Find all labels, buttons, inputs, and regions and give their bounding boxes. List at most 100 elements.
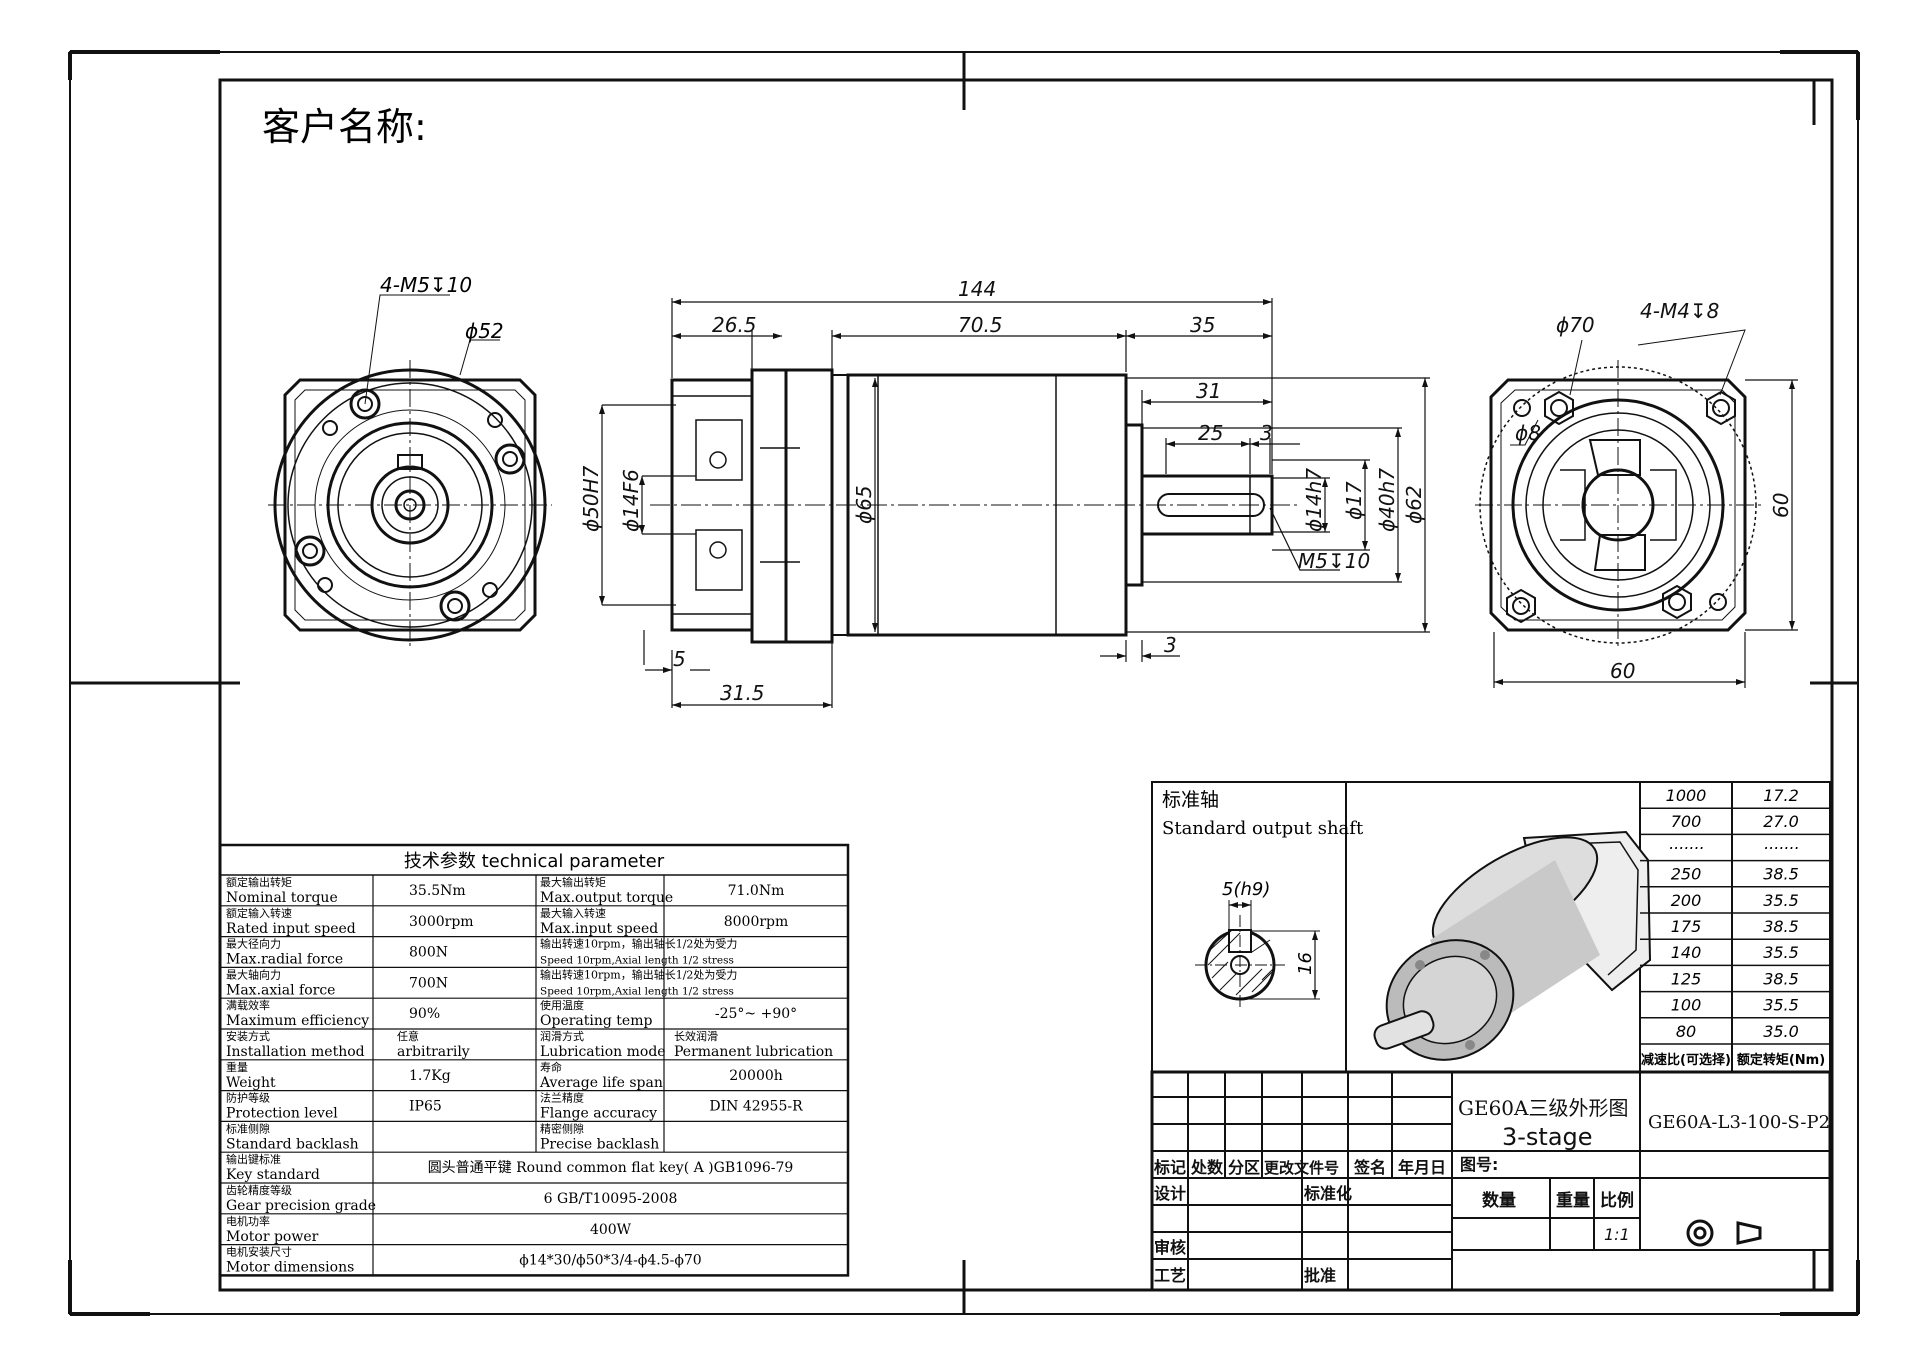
ratio-cell: 100 <box>1671 996 1702 1015</box>
param-label-cn: 防护等级 <box>226 1091 270 1105</box>
dim-key-length: 25 <box>1198 421 1223 445</box>
torque-cell: ······· <box>1763 838 1799 857</box>
torque-cell: 35.5 <box>1763 891 1799 910</box>
dim-overall-length: 144 <box>958 277 996 301</box>
ratio-cell: ······· <box>1668 838 1704 857</box>
tb-qty: 数量 <box>1482 1190 1516 1211</box>
torque-cell: 35.5 <box>1763 943 1799 962</box>
rear-labels: ϕ70 4-M4↧8 ϕ8 60 60 <box>1515 299 1793 683</box>
param-label-en: Protection level <box>226 1106 338 1122</box>
param-label-cn: 使用温度 <box>540 998 584 1012</box>
ratio-cell: 80 <box>1676 1022 1696 1041</box>
param-label-en: Maximum efficiency <box>226 1013 369 1029</box>
param-label-cn: 最大输出转矩 <box>540 875 606 889</box>
dim-input-total: 31.5 <box>720 681 765 705</box>
dim-body-dia: ϕ65 <box>852 485 876 524</box>
param-value: 20000h <box>729 1068 783 1084</box>
drawing-title: GE60A三级外形图 <box>1458 1096 1628 1120</box>
param-value: 700N <box>409 975 448 991</box>
param-label-cn: 安装方式 <box>226 1029 270 1043</box>
rear-pcd-label: ϕ70 <box>1556 313 1595 337</box>
param-label-en: Gear precision grade <box>226 1198 376 1214</box>
param-value: ϕ14*30/ϕ50*3/4-ϕ4.5-ϕ70 <box>519 1253 701 1269</box>
param-label-en: Lubrication mode <box>540 1044 666 1060</box>
front-view <box>268 294 552 650</box>
shaft-title-cn: 标准轴 <box>1162 789 1219 811</box>
param-value-cn: 长效润滑 <box>674 1029 718 1043</box>
param-label-cn: 额定输入转速 <box>226 906 292 920</box>
param-value-cn: 任意 <box>397 1029 419 1043</box>
hdr-mark: 标记 <box>1153 1158 1186 1177</box>
dim-pilot-dia: ϕ40h7 <box>1375 468 1399 532</box>
param-label-en: Max.output torque <box>540 890 673 906</box>
dim-center-thread: M5↧10 <box>1298 549 1370 573</box>
param-value: 35.5Nm <box>409 883 466 899</box>
param-label-en: Average life span <box>539 1075 663 1091</box>
param-label-en: Key standard <box>226 1167 320 1183</box>
hdr-signature: 签名 <box>1353 1158 1386 1177</box>
param-label-cn: 输出转速10rpm，输出轴长1/2处为受力 <box>540 967 737 981</box>
shaft-title-en: Standard output shaft <box>1162 818 1364 839</box>
param-value: Permanent lubrication <box>674 1044 833 1060</box>
param-label-en: Standard backlash <box>226 1136 359 1152</box>
param-label-cn: 电机功率 <box>226 1214 270 1228</box>
rear-view <box>1475 329 1798 688</box>
param-value: 400W <box>590 1222 632 1238</box>
rear-thread-label: 4-M4↧8 <box>1640 299 1719 323</box>
hdr-zone: 分区 <box>1228 1158 1260 1177</box>
torque-footer: 额定转矩(Nm) <box>1737 1052 1825 1068</box>
tb-scale: 比例 <box>1600 1190 1634 1211</box>
param-value: 800N <box>409 945 448 961</box>
hdr-change-doc: 更改文件号 <box>1264 1159 1339 1177</box>
param-label-en: Operating temp <box>540 1013 652 1029</box>
ratio-cell: 250 <box>1671 865 1702 884</box>
param-value: 3000rpm <box>409 914 474 930</box>
dim-pilot-length: 3 <box>1164 633 1177 657</box>
dim-key-offset: 3 <box>1260 421 1273 445</box>
dim-key-seat: 31 <box>1196 379 1221 403</box>
tb-process: 工艺 <box>1154 1266 1186 1285</box>
param-value: IP65 <box>409 1099 442 1115</box>
title-block-text: GE60A三级外形图 3-stage GE60A-L3-100-S-P2 标记 … <box>1153 1096 1830 1285</box>
ratio-cell: 125 <box>1671 969 1702 988</box>
sheet-border <box>68 50 1860 1316</box>
param-label-cn: 法兰精度 <box>540 1091 584 1105</box>
ratio-cell: 1000 <box>1666 786 1707 805</box>
torque-cell: 35.0 <box>1763 1022 1799 1041</box>
side-dimensions <box>599 298 1430 708</box>
hdr-date: 年月日 <box>1398 1158 1446 1177</box>
title-block <box>1150 1070 1832 1292</box>
param-value: arbitrarily <box>397 1044 470 1060</box>
tb-approve: 批准 <box>1304 1266 1336 1285</box>
param-label-en: Max.radial force <box>226 952 343 968</box>
gearbox-product-image <box>1373 830 1652 1061</box>
tb-weight: 重量 <box>1556 1190 1590 1211</box>
param-label-cn: 最大径向力 <box>226 937 281 951</box>
dim-output-shaft: ϕ14h7 <box>1302 468 1326 532</box>
tb-standardize: 标准化 <box>1303 1184 1352 1203</box>
param-label-en: Flange accuracy <box>540 1106 657 1122</box>
ratio-cell: 200 <box>1671 891 1702 910</box>
param-label-cn: 额定输出转矩 <box>226 875 292 889</box>
param-label-cn: 满载效率 <box>226 998 270 1012</box>
torque-cell: 17.2 <box>1763 786 1799 805</box>
param-label-en: Nominal torque <box>226 890 338 906</box>
torque-cell: 38.5 <box>1763 917 1799 936</box>
tech-table-title: 技术参数 technical parameter <box>404 851 665 872</box>
param-label-cn: 寿命 <box>540 1060 562 1074</box>
param-value: DIN 42955-R <box>709 1099 803 1115</box>
front-thread-label: 4-M5↧10 <box>380 273 472 297</box>
param-value: 71.0Nm <box>728 883 785 899</box>
param-label-en: Max.axial force <box>226 982 335 998</box>
param-label-cn: 重量 <box>226 1060 248 1074</box>
param-label-en: Rated input speed <box>226 921 356 937</box>
param-label-cn: 精密侧隙 <box>540 1121 584 1135</box>
param-label-cn: 输出键标准 <box>226 1152 281 1166</box>
drawing-no-label: 图号: <box>1460 1155 1498 1174</box>
side-view <box>650 368 1300 644</box>
tb-design: 设计 <box>1154 1184 1186 1203</box>
param-label-cn: 标准侧隙 <box>226 1121 270 1135</box>
